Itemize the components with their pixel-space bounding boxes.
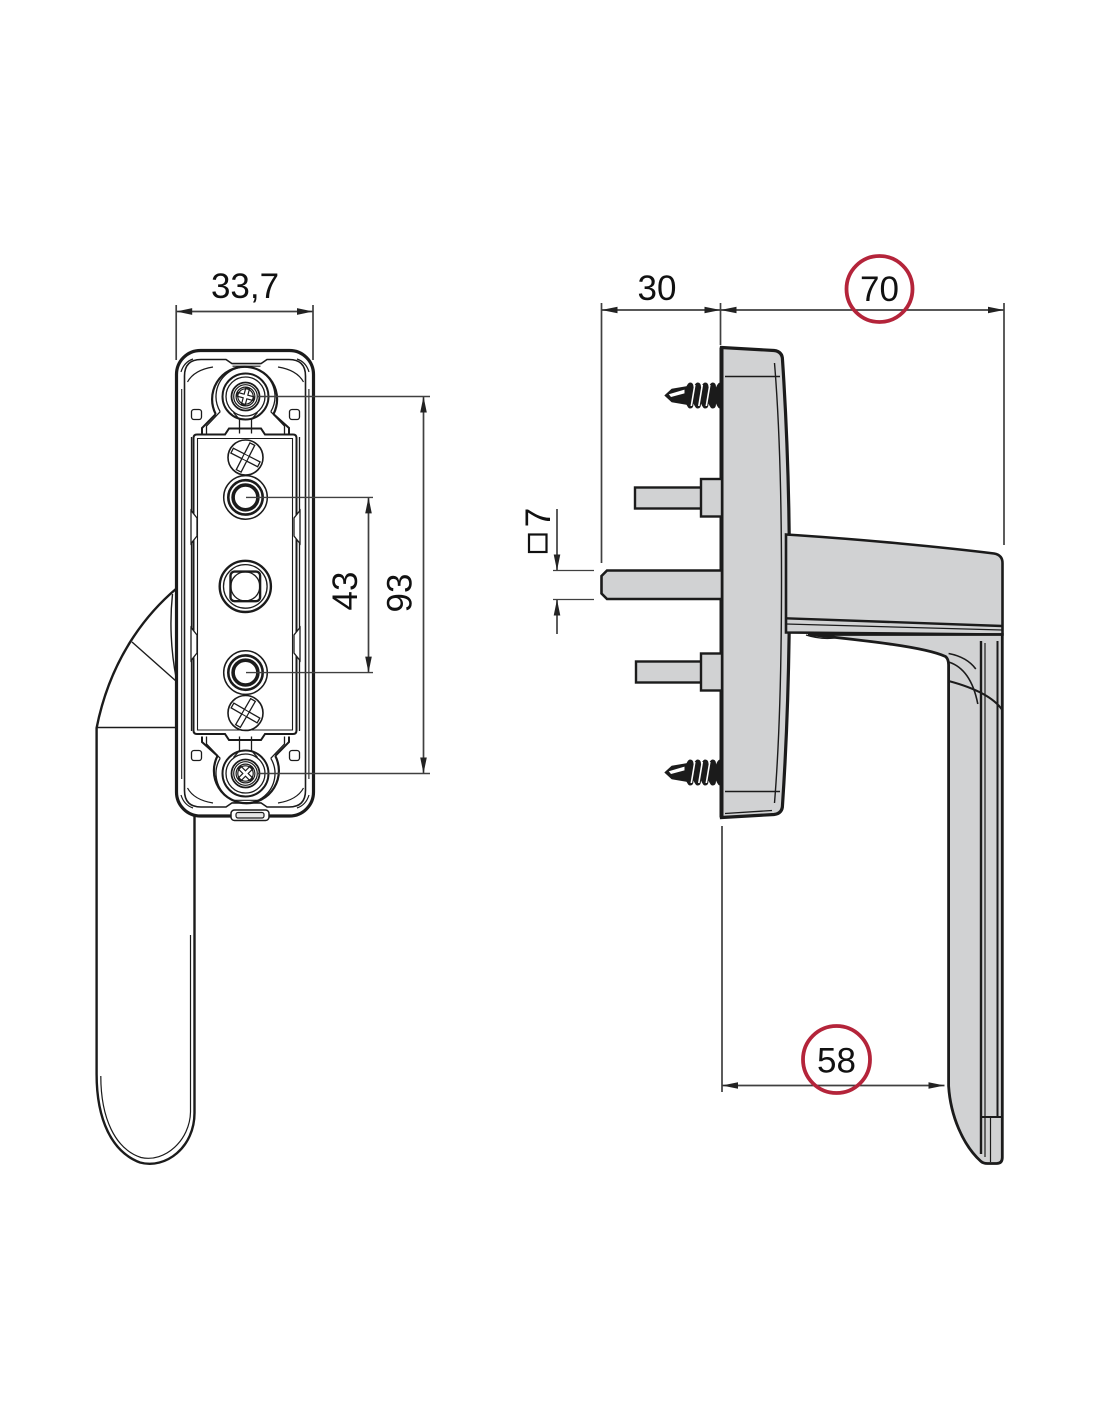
svg-text:30: 30 bbox=[638, 269, 677, 308]
svg-text:33,7: 33,7 bbox=[211, 267, 279, 306]
svg-text:43: 43 bbox=[326, 572, 365, 611]
svg-text:93: 93 bbox=[381, 574, 420, 613]
svg-text:70: 70 bbox=[860, 270, 899, 309]
svg-text:7: 7 bbox=[519, 508, 558, 527]
svg-text:58: 58 bbox=[817, 1042, 856, 1081]
